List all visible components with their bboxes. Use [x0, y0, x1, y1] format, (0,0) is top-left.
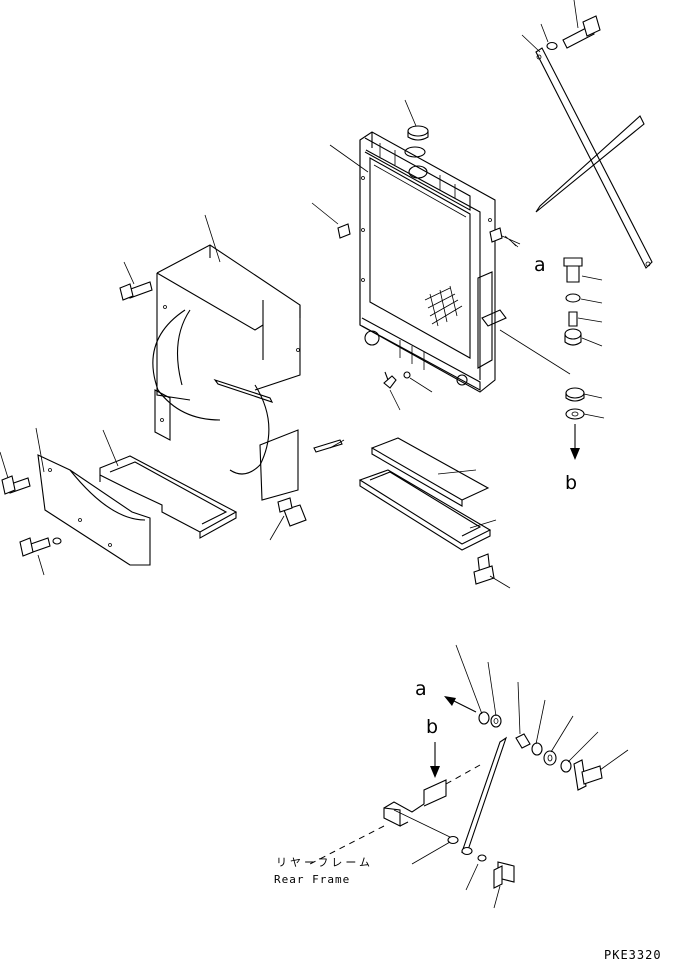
radiator-plugs [337, 223, 521, 248]
detail-view [309, 711, 603, 889]
radiator-cap [407, 125, 429, 141]
stay-bolt-top [546, 15, 601, 51]
side-plate [37, 454, 151, 566]
label-rear-frame-en: Rear Frame [274, 873, 351, 886]
guide-rod [313, 439, 343, 453]
arrow-to-b-head [570, 448, 580, 460]
bolt-shroud-top [119, 281, 153, 301]
bolt-side-left [1, 475, 31, 495]
fan-shroud [152, 244, 301, 501]
bolt-side-bottom [19, 537, 62, 557]
leader-lines [0, 0, 629, 909]
label-rear-frame-jp: リヤーフレーム [276, 856, 374, 869]
label-a-top: a [534, 254, 546, 276]
arrow-to-a-head [444, 696, 456, 706]
mount-bolt-stack [499, 257, 585, 420]
drain-cock [383, 371, 411, 389]
arrow-b-detail-head [430, 766, 440, 778]
drawing-code: PKE3320 [604, 948, 662, 962]
bolt-shroud-bottom [277, 497, 307, 527]
bottom-guard [99, 455, 238, 539]
label-b-detail: b [426, 716, 439, 738]
label-b-top: b [565, 472, 578, 494]
seal-strips [358, 437, 492, 551]
bolt-seal [473, 553, 495, 585]
radiator [359, 131, 507, 393]
label-a-detail: a [415, 678, 427, 700]
stay-bars [535, 47, 653, 269]
